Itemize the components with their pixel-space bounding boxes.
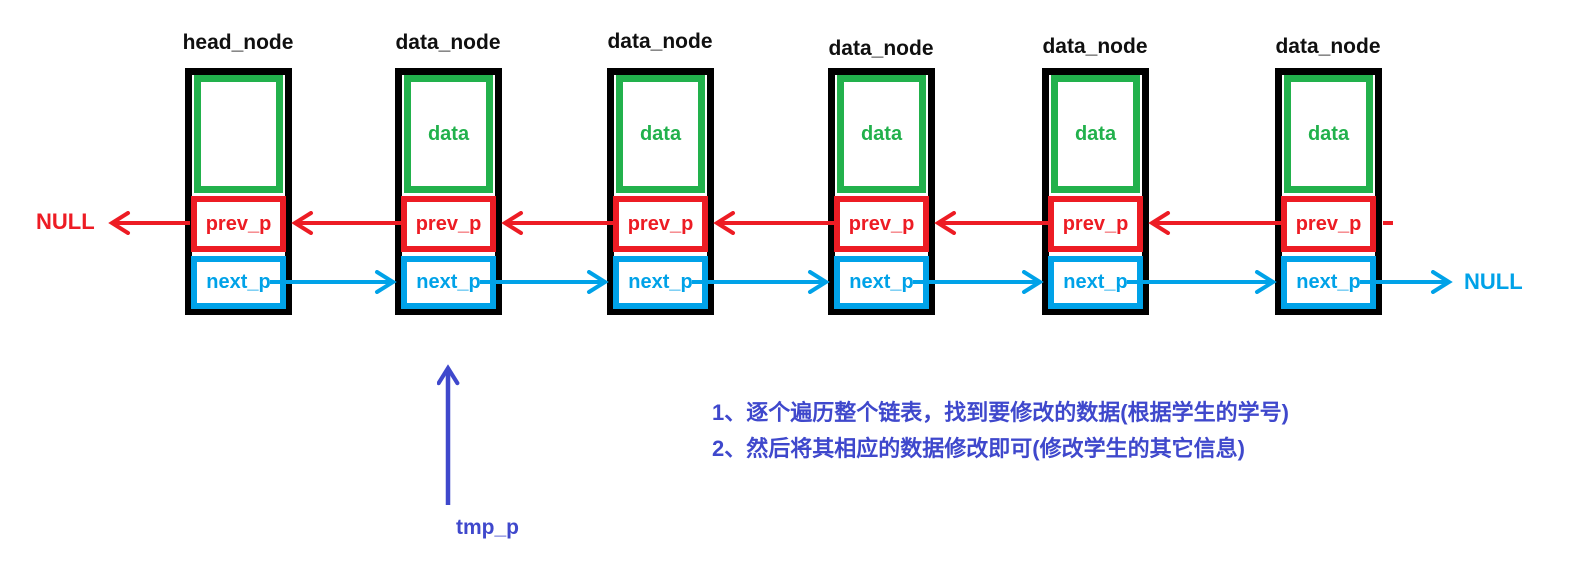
next-field-label: next_p	[416, 271, 481, 293]
prev-field: prev_p	[191, 196, 286, 252]
node-title-data-2: data_node	[607, 30, 713, 53]
prev-field: prev_p	[613, 196, 708, 252]
prev-field-label: prev_p	[1295, 212, 1362, 235]
prev-field-label: prev_p	[848, 212, 915, 235]
next-field: next_p	[613, 256, 708, 309]
tmp-pointer-label: tmp_p	[456, 516, 519, 539]
node-data-2: data prev_p next_p	[607, 68, 714, 315]
note-line-1: 1、逐个遍历整个链表，找到要修改的数据(根据学生的学号)	[712, 400, 1289, 425]
next-field-label: next_p	[628, 271, 693, 293]
prev-field: prev_p	[1281, 196, 1376, 252]
next-field-label: next_p	[206, 271, 271, 293]
node-title-data-1: data_node	[395, 31, 501, 54]
node-title-data-4: data_node	[1042, 35, 1148, 58]
null-label-right: NULL	[1464, 269, 1523, 294]
prev-field-label: prev_p	[627, 212, 694, 235]
node-title-data-5: data_node	[1275, 35, 1381, 58]
prev-field-label: prev_p	[1062, 212, 1129, 235]
node-title-head: head_node	[182, 31, 294, 54]
data-field-label: data	[1074, 122, 1117, 145]
data-field: data	[1284, 75, 1373, 193]
data-field-label: data	[639, 122, 682, 145]
data-field: data	[616, 75, 705, 193]
next-field: next_p	[1281, 256, 1376, 309]
data-field: data	[837, 75, 926, 193]
data-field: data	[404, 75, 493, 193]
node-data-3: data prev_p next_p	[828, 68, 935, 315]
node-head: prev_p next_p	[185, 68, 292, 315]
prev-field: prev_p	[1048, 196, 1143, 252]
next-field-label: next_p	[1063, 271, 1128, 293]
next-field: next_p	[401, 256, 496, 309]
prev-field-label: prev_p	[415, 212, 482, 235]
next-field: next_p	[1048, 256, 1143, 309]
data-field-label: data	[860, 122, 903, 145]
node-data-5: data prev_p next_p	[1275, 68, 1382, 315]
node-title-data-3: data_node	[828, 37, 934, 60]
data-field: data	[1051, 75, 1140, 193]
node-data-1: data prev_p next_p	[395, 68, 502, 315]
prev-field-label: prev_p	[205, 212, 272, 235]
next-field: next_p	[191, 256, 286, 309]
data-field	[194, 75, 283, 193]
prev-field: prev_p	[401, 196, 496, 252]
note-line-2: 2、然后将其相应的数据修改即可(修改学生的其它信息)	[712, 436, 1245, 461]
node-data-4: data prev_p next_p	[1042, 68, 1149, 315]
null-label-left: NULL	[36, 209, 95, 234]
data-field-label: data	[427, 122, 470, 145]
data-field-label: data	[1307, 122, 1350, 145]
next-field-label: next_p	[849, 271, 914, 293]
next-field: next_p	[834, 256, 929, 309]
next-field-label: next_p	[1296, 271, 1361, 293]
prev-field: prev_p	[834, 196, 929, 252]
